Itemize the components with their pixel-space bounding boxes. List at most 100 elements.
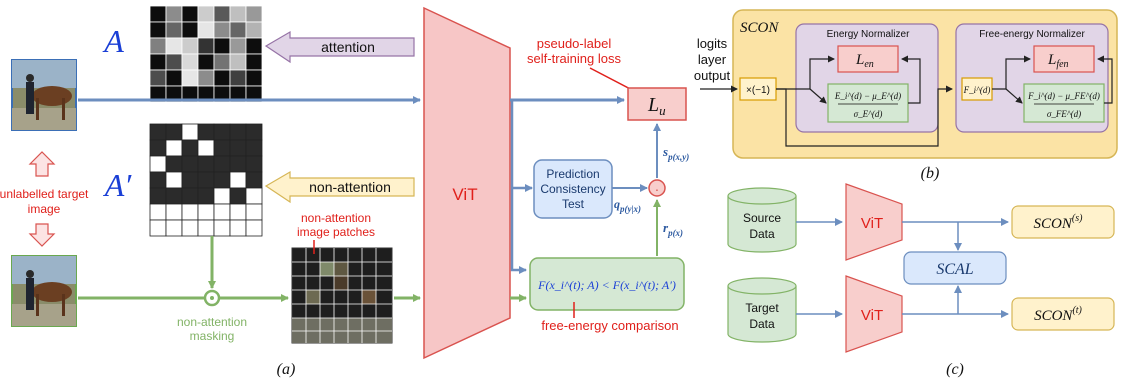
grid-cell <box>213 219 231 237</box>
grid-cell <box>165 139 183 157</box>
grid-cell <box>197 187 215 205</box>
grid-cell <box>213 171 231 189</box>
grid-cell <box>149 187 167 205</box>
fnorm-to-loss-arrow <box>1097 55 1113 104</box>
grid-cell <box>149 53 167 71</box>
grid-cell <box>197 219 215 237</box>
scal-label: SCAL <box>936 261 973 278</box>
s-label: sp(x,y) <box>662 144 689 162</box>
grid-cell <box>149 171 167 189</box>
target-data-cylinder <box>727 277 797 343</box>
vit-label: ViT <box>452 185 477 204</box>
grid-cell <box>229 219 247 237</box>
grid-cell <box>181 139 199 157</box>
grid-cell <box>229 187 247 205</box>
l-en-box <box>837 45 899 73</box>
grid-cell <box>245 37 263 55</box>
grid-cell <box>165 123 183 141</box>
grid-cell <box>165 219 183 237</box>
unlabelled-label-2: image <box>28 202 61 216</box>
inequality-label: F(x_i^(t); A) < F(x_i^(t); A′) <box>537 278 676 292</box>
grid-cell <box>181 53 199 71</box>
grid-cell <box>181 5 199 23</box>
grid-cell <box>229 139 247 157</box>
pct-label-2: Consistency <box>540 182 605 196</box>
norm-to-loss-arrow <box>901 55 921 104</box>
target-image-top <box>11 59 77 131</box>
target-image-bottom <box>11 255 77 327</box>
energy-norm-formula <box>827 83 909 123</box>
loss-box <box>627 87 687 121</box>
scon-t-label: SCON(t) <box>1034 305 1082 324</box>
grid-cell <box>149 219 167 237</box>
l-fen-label: Lfen <box>1047 52 1069 70</box>
grid-cell <box>149 123 167 141</box>
grid-cell <box>245 123 263 141</box>
grid-cell <box>165 21 183 39</box>
grid-cell <box>245 203 263 221</box>
grid-cell <box>229 155 247 173</box>
grid-cell <box>165 69 183 87</box>
non-attention-symbol: A′ <box>103 167 133 203</box>
grid-cell <box>213 155 231 173</box>
non-attention-arrow <box>264 170 415 204</box>
grid-cell <box>245 69 263 87</box>
l-en-label: Len <box>855 52 874 70</box>
free-energy-normalizer-label: Free-energy Normalizer <box>979 29 1085 40</box>
masking-label-1: non-attention <box>177 315 247 329</box>
scon-t-box <box>1011 297 1115 331</box>
grid-cell <box>197 53 215 71</box>
f-to-loss-arrow <box>992 55 1031 90</box>
grid-cell <box>165 155 183 173</box>
grid-cell <box>213 139 231 157</box>
energy-to-free-energy-arrow <box>776 85 953 147</box>
patches-label-1: non-attention <box>301 211 371 225</box>
q-label: qp(y|x) <box>614 197 641 214</box>
logits-label-3: output <box>694 68 731 83</box>
grid-cell <box>181 155 199 173</box>
grid-cell <box>181 171 199 189</box>
caption-c: (c) <box>946 361 964 378</box>
r-label: rp(x) <box>663 220 683 238</box>
grid-cell <box>181 123 199 141</box>
grid-cell <box>165 53 183 71</box>
grid-cell <box>181 21 199 39</box>
grid-cell <box>165 37 183 55</box>
grid-cell <box>213 53 231 71</box>
caption-b: (b) <box>921 165 940 182</box>
grid-cell <box>245 219 263 237</box>
grid-cell <box>165 171 183 189</box>
free-energy-norm-formula <box>1023 83 1105 123</box>
attention-arrow <box>264 30 415 64</box>
grid-cell <box>213 123 231 141</box>
grid-cell <box>245 53 263 71</box>
free-energy-norm-num: F_i^(d) − μ_FE^(d) <box>1027 91 1100 101</box>
energy-to-norm-arrow <box>809 88 827 104</box>
caption-a: (a) <box>277 361 296 378</box>
grid-cell <box>229 171 247 189</box>
grid-cell <box>245 155 263 173</box>
attention-map <box>149 5 263 103</box>
vit-target-block <box>845 275 903 353</box>
pct-label-1: Prediction <box>546 167 599 181</box>
vit-target-label: ViT <box>861 307 883 324</box>
grid-cell <box>213 69 231 87</box>
scon-title: SCON <box>740 20 779 36</box>
f-to-norm-arrow <box>1005 88 1023 104</box>
unlabelled-label-1: unlabelled target <box>0 187 89 201</box>
grid-cell <box>197 155 215 173</box>
grid-cell <box>149 5 167 23</box>
grid-cell <box>165 203 183 221</box>
scal-box <box>903 251 1007 285</box>
pct-label-3: Test <box>562 197 585 211</box>
grid-cell <box>245 187 263 205</box>
grid-cell <box>197 203 215 221</box>
pseudo-label-text-1: pseudo-label <box>537 36 612 51</box>
vit-source-label: ViT <box>861 215 883 232</box>
grid-cell <box>149 69 167 87</box>
l-fen-box <box>1033 45 1095 73</box>
target-label-1: Target <box>745 301 779 315</box>
grid-cell <box>197 21 215 39</box>
